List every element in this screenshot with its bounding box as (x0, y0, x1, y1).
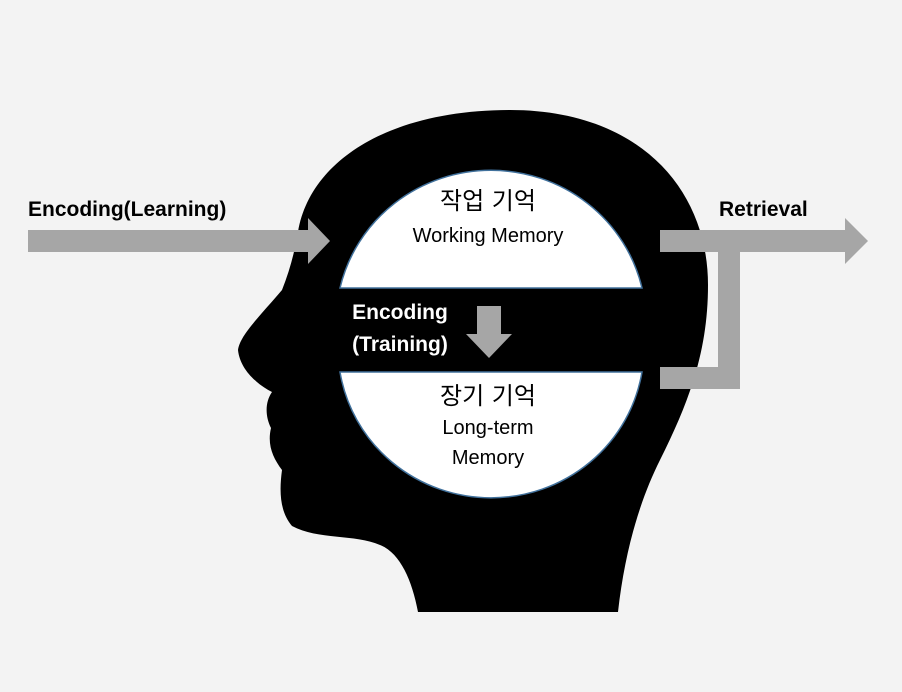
long-term-memory-korean-label: 장기 기억 (440, 382, 536, 410)
encoding-learning-label: Encoding(Learning) (28, 198, 227, 221)
working-memory-korean-label: 작업 기억 (440, 187, 536, 215)
retrieval-connector (660, 252, 740, 389)
working-memory-english-label: Working Memory (412, 225, 564, 247)
retrieval-output-arrow (660, 218, 868, 264)
encoding-down-arrow (466, 306, 512, 358)
long-term-memory-english-line2: Memory (451, 447, 525, 469)
retrieval-label: Retrieval (719, 198, 808, 221)
long-term-memory-shape (339, 371, 643, 499)
transfer-label-line1: Encoding (352, 301, 448, 324)
transfer-label-line2: (Training) (352, 333, 448, 356)
long-term-memory-english-line1: Long-term (442, 417, 534, 439)
working-memory-shape (339, 169, 643, 289)
encoding-input-arrow (28, 218, 330, 264)
